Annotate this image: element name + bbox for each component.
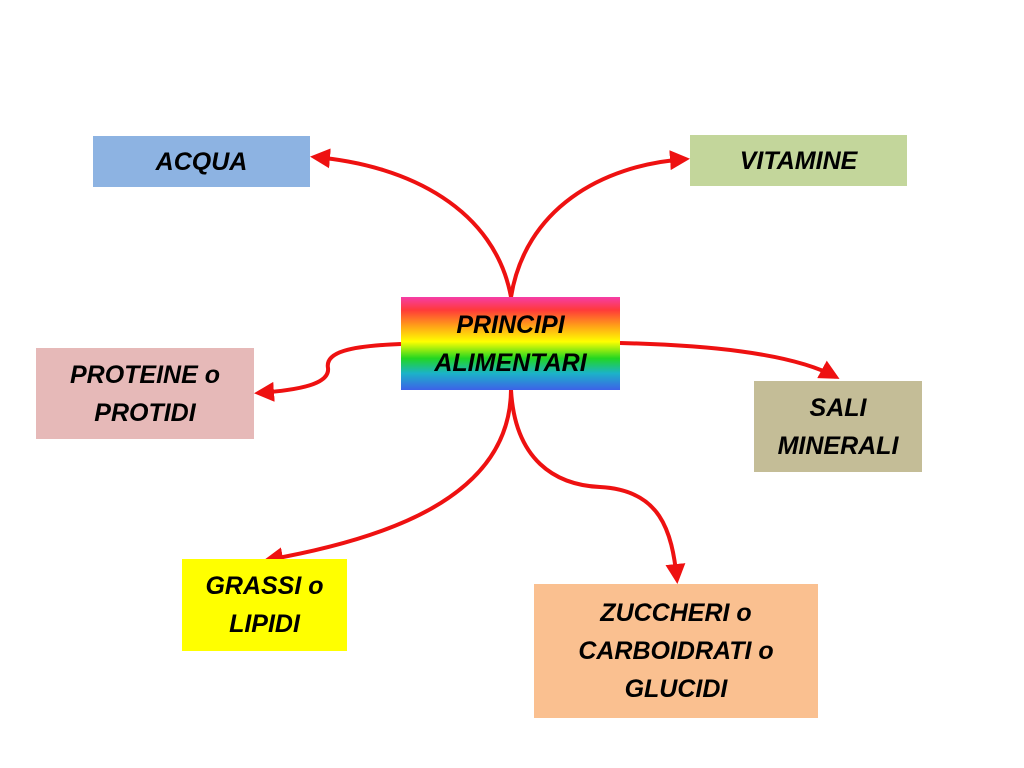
arrow-to-zuccheri bbox=[509, 389, 686, 584]
node-grassi-label: GRASSI o LIPIDI bbox=[205, 572, 324, 638]
arrow-to-vitamine bbox=[509, 150, 690, 298]
arrow-to-grassi bbox=[263, 389, 513, 568]
central-node-principi-alimentari: PRINCIPI ALIMENTARI bbox=[401, 297, 620, 390]
arrow-to-acqua bbox=[310, 148, 513, 298]
node-acqua-label: ACQUA bbox=[155, 147, 248, 176]
node-sali-minerali-label: SALI MINERALI bbox=[777, 393, 899, 460]
central-node-label: PRINCIPI ALIMENTARI bbox=[434, 310, 587, 377]
node-vitamine-label: VITAMINE bbox=[739, 146, 858, 175]
node-proteine-label: PROTEINE o PROTIDI bbox=[69, 360, 220, 427]
node-zuccheri: ZUCCHERI o CARBOIDRATI o GLUCIDI bbox=[534, 584, 818, 718]
node-proteine: PROTEINE o PROTIDI bbox=[36, 348, 254, 439]
node-vitamine: VITAMINE bbox=[690, 135, 907, 186]
node-zuccheri-label: ZUCCHERI o CARBOIDRATI o GLUCIDI bbox=[578, 599, 774, 703]
node-grassi: GRASSI o LIPIDI bbox=[182, 559, 347, 651]
arrow-to-proteine bbox=[254, 342, 402, 402]
node-sali-minerali: SALI MINERALI bbox=[754, 381, 922, 472]
node-acqua: ACQUA bbox=[93, 136, 310, 187]
arrow-to-sali bbox=[619, 341, 840, 379]
